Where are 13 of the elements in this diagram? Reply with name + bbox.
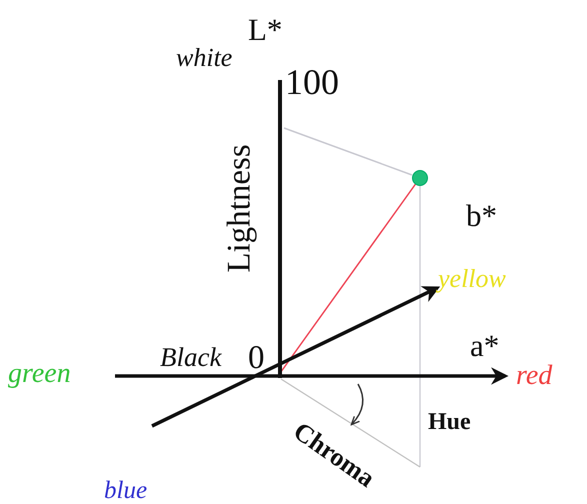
axis-end-label: green <box>8 360 71 388</box>
scale-value: 100 <box>285 64 339 100</box>
axis-end-label: Black <box>160 344 222 371</box>
axis-label: L* <box>248 14 282 45</box>
scale-value: 0 <box>248 342 264 375</box>
axis-title: Lightness <box>224 144 257 272</box>
axis-end-label: white <box>176 45 232 71</box>
axis-end-label: red <box>516 362 552 390</box>
axis-end-label: yellow <box>438 266 506 292</box>
axis-end-label: blue <box>104 478 148 503</box>
axis-label: a* <box>470 330 500 361</box>
axis-label: b* <box>466 200 497 231</box>
angle-label: Hue <box>428 410 471 434</box>
